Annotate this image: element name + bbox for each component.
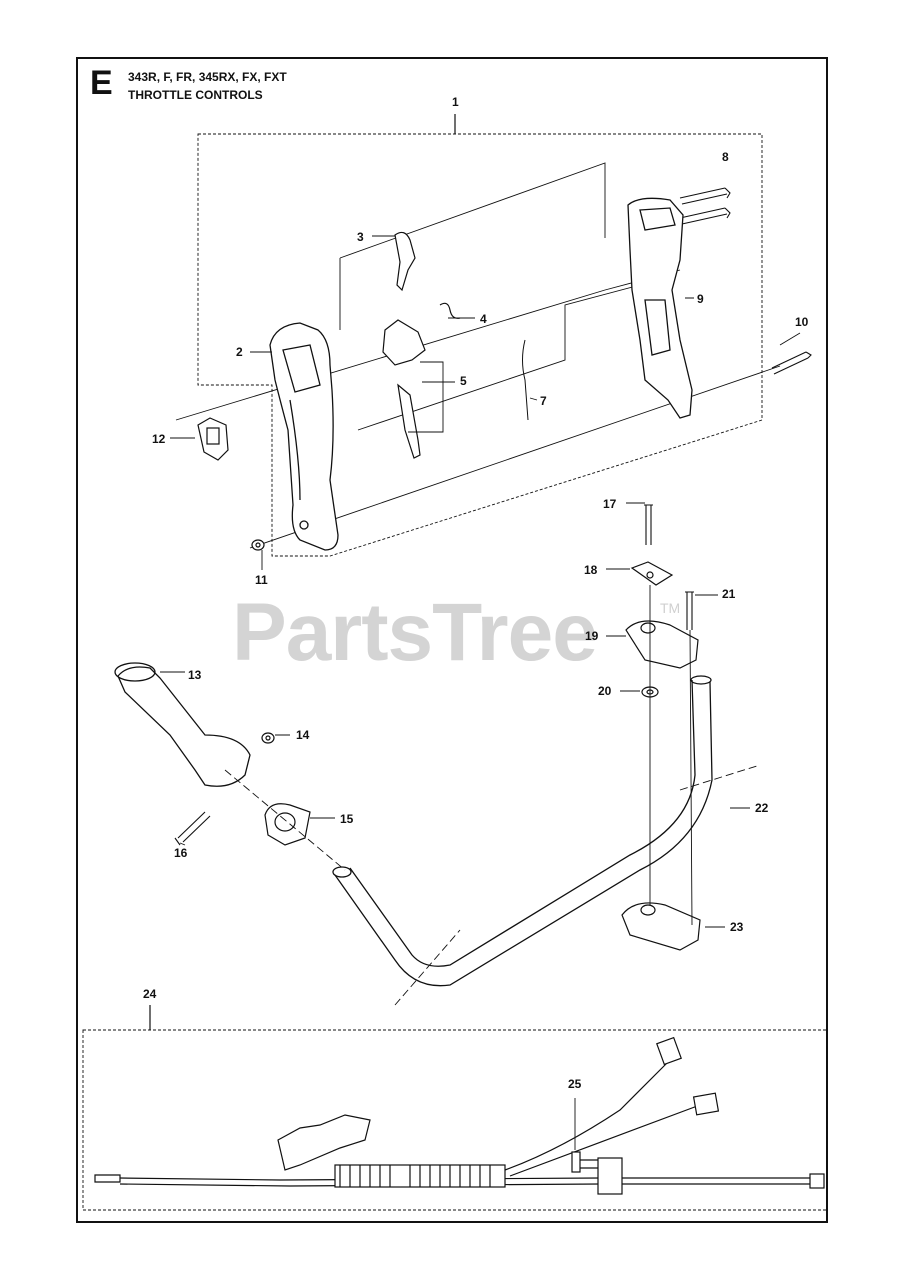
throttle-lock [394, 231, 416, 292]
callout-15: 15 [340, 812, 354, 826]
callout-18: 18 [584, 563, 598, 577]
throttle-trigger [382, 319, 426, 459]
screw-10 [771, 351, 812, 375]
callout-2: 2 [236, 345, 243, 359]
bolt-17 [644, 504, 653, 545]
watermark: PartsTree [232, 587, 598, 678]
callout-20: 20 [598, 684, 612, 698]
callout-9: 9 [697, 292, 704, 306]
screws-8 [679, 187, 731, 225]
bracket-19 [625, 620, 699, 669]
callout-17: 17 [603, 497, 617, 511]
callout-23: 23 [730, 920, 744, 934]
callout-3: 3 [357, 230, 364, 244]
stop-switch-12 [197, 417, 229, 461]
handle-left-half [269, 322, 339, 551]
section-letter: E [90, 64, 113, 102]
callout-4: 4 [480, 312, 487, 326]
clamp-15 [264, 803, 311, 846]
callout-13: 13 [188, 668, 202, 682]
callout-1: 1 [452, 95, 459, 109]
cable-pin-7 [522, 339, 529, 421]
callout-21: 21 [722, 587, 736, 601]
assembly-1-boundary [197, 133, 763, 557]
diagram-title: THROTTLE CONTROLS [128, 88, 263, 102]
nut-14 [261, 732, 275, 744]
wiring-harness-24 [94, 1036, 825, 1195]
diagram-frame [76, 57, 828, 1223]
callout-16: 16 [174, 846, 188, 860]
assembly-24-boundary [82, 1029, 828, 1211]
spring-4 [439, 302, 461, 319]
screw-16 [174, 811, 211, 846]
nut-11 [251, 539, 265, 551]
callout-19: 19 [585, 629, 599, 643]
callout-8: 8 [722, 150, 729, 164]
callout-10: 10 [795, 315, 809, 329]
watermark-trademark: TM [660, 600, 681, 616]
callout-5: 5 [460, 374, 467, 388]
handle-tube-22 [332, 675, 713, 987]
callout-11: 11 [255, 573, 268, 587]
callout-14: 14 [296, 728, 310, 742]
callout-25: 25 [568, 1077, 582, 1091]
model-list: 343R, F, FR, 345RX, FX, FXT [128, 70, 287, 84]
callout-22: 22 [755, 801, 769, 815]
callout-12: 12 [152, 432, 166, 446]
lower-bracket-23 [621, 902, 701, 951]
screw-21 [685, 591, 694, 630]
callout-7: 7 [540, 394, 547, 408]
loop-handle-grip [114, 662, 251, 787]
callout-24: 24 [143, 987, 157, 1001]
plate-18 [630, 561, 674, 586]
handle-right-half [627, 197, 693, 419]
